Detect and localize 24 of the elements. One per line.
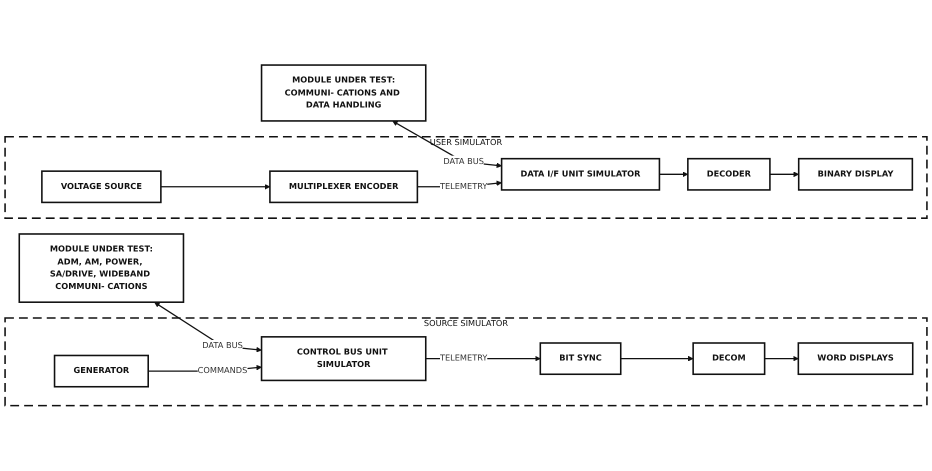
- node-box: GENERATOR: [54, 354, 149, 388]
- arrow: [392, 120, 502, 168]
- node-box: BIT SYNC: [540, 342, 622, 376]
- node-box: MODULE UNDER TEST: COMMUNI- CATIONS AND DATA HANDLING: [260, 64, 427, 122]
- arrow: [154, 302, 262, 353]
- node-box: MULTIPLEXER ENCODER: [269, 170, 418, 204]
- node-box: VOLTAGE SOURCE: [41, 170, 162, 204]
- node-box: DATA I/F UNIT SIMULATOR: [500, 158, 660, 191]
- node-box: DECOM: [692, 342, 766, 376]
- arrow: [659, 172, 688, 178]
- node-box: BINARY DISPLAY: [798, 158, 914, 191]
- node-box: CONTROL BUS UNIT SIMULATOR: [260, 336, 427, 382]
- edge-label: DATA BUS: [443, 157, 484, 167]
- node-box: DECODER: [687, 158, 771, 191]
- arrow: [620, 356, 694, 362]
- edge-label: TELEMETRY: [440, 354, 488, 364]
- node-box: MODULE UNDER TEST: ADM, AM, POWER, SA/DRIVE, WIDEBAND COMMUNI- CATIONS: [18, 233, 184, 304]
- arrow: [160, 184, 270, 190]
- edge-label: TELEMETRY: [440, 182, 488, 192]
- edge-label: DATA BUS: [202, 341, 243, 351]
- node-box: WORD DISPLAYS: [798, 342, 914, 376]
- arrow: [764, 356, 799, 362]
- arrow: [770, 172, 799, 178]
- edge-label: COMMANDS: [198, 366, 248, 376]
